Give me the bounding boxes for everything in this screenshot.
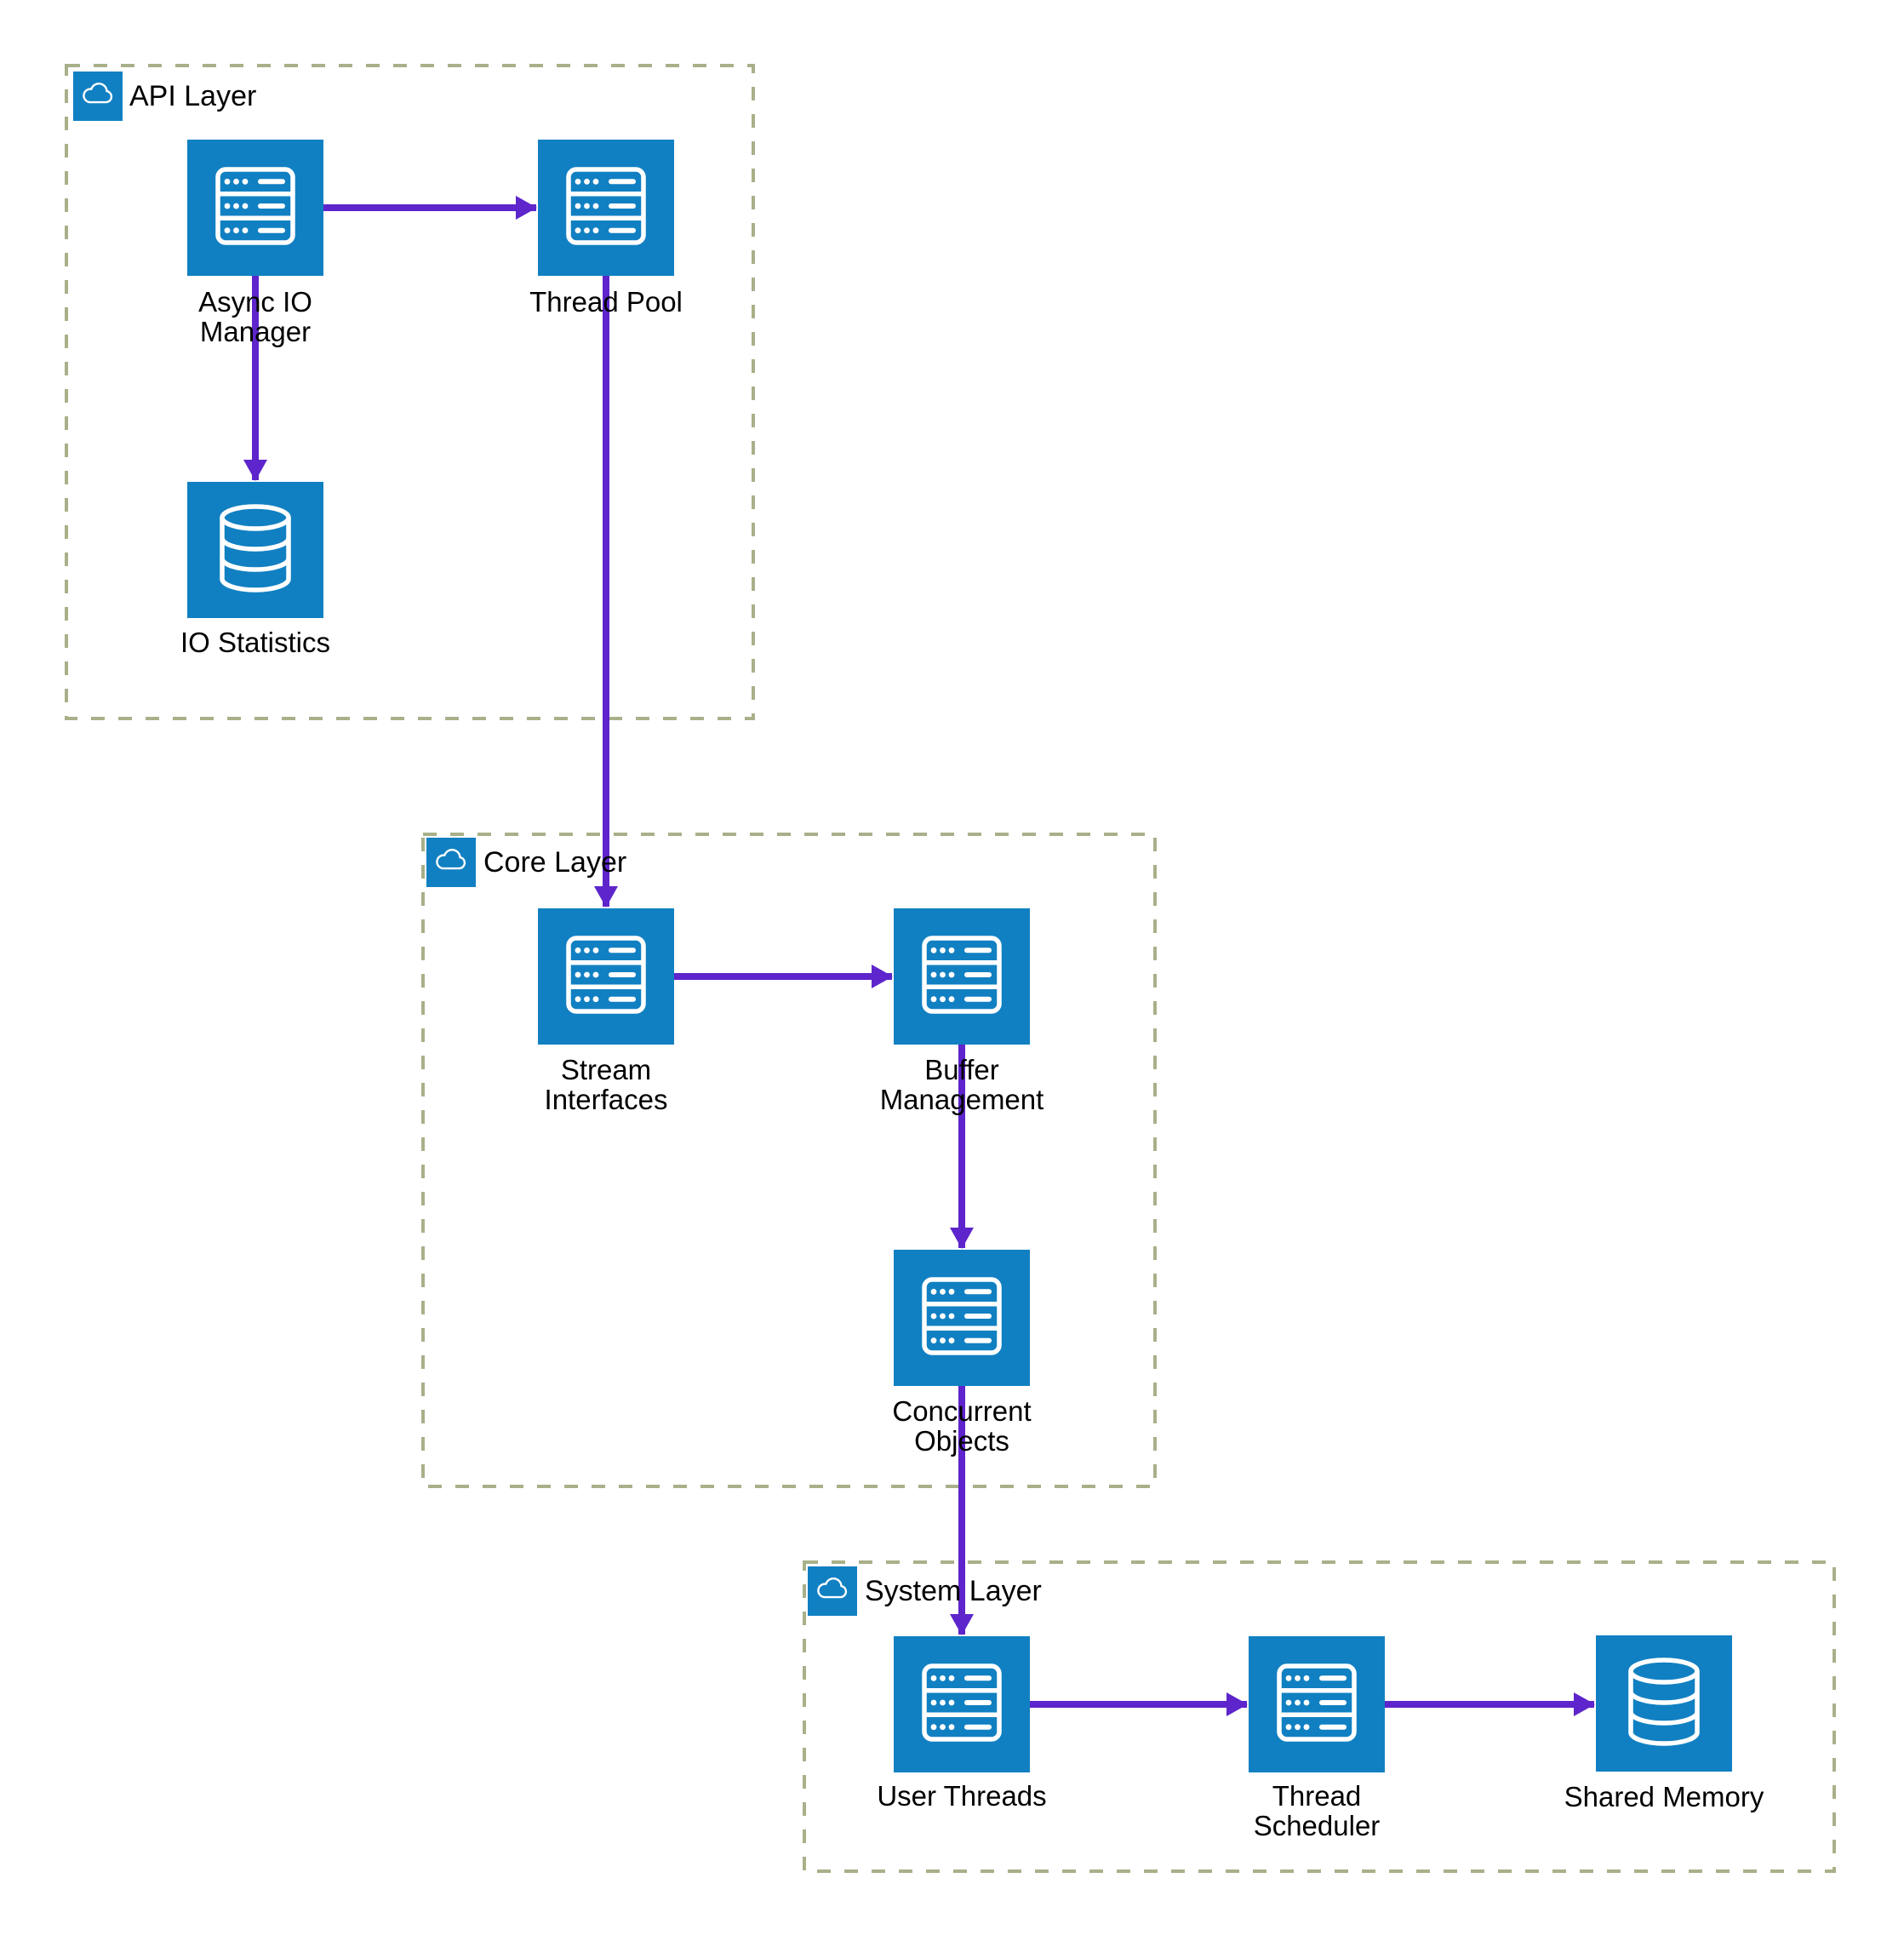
node-label-buffer-management: Buffer Management	[879, 1054, 1044, 1115]
node-buffer-management	[894, 908, 1030, 1045]
node-user-threads	[894, 1636, 1030, 1772]
server-icon	[215, 166, 295, 249]
server-icon	[922, 935, 1002, 1018]
node-label-thread-scheduler: Thread Scheduler	[1253, 1780, 1381, 1841]
node-label-user-threads: User Threads	[877, 1780, 1047, 1812]
node-label-stream-interfaces: Stream Interfaces	[544, 1054, 668, 1115]
node-label-shared-memory: Shared Memory	[1564, 1781, 1764, 1812]
node-shared-memory	[1596, 1635, 1732, 1772]
core-layer-label: Core Layer	[483, 846, 627, 879]
node-concurrent-objects	[894, 1250, 1030, 1386]
node-thread-scheduler	[1249, 1636, 1385, 1772]
database-icon	[220, 503, 291, 597]
node-stream-interfaces	[538, 908, 674, 1045]
server-icon	[566, 166, 646, 249]
system-layer-label: System Layer	[865, 1575, 1042, 1607]
database-icon	[1628, 1657, 1700, 1750]
server-icon	[1277, 1663, 1357, 1746]
node-label-concurrent-objects: Concurrent Objects	[892, 1395, 1032, 1457]
server-icon	[566, 935, 646, 1018]
cloud-icon	[434, 849, 468, 876]
system-layer-badge	[808, 1566, 857, 1616]
node-label-io-statistics: IO Statistics	[180, 627, 331, 658]
node-io-statistics	[187, 482, 323, 618]
node-label-thread-pool: Thread Pool	[529, 286, 683, 318]
api-layer-label: API Layer	[129, 80, 257, 112]
node-thread-pool	[538, 140, 674, 276]
node-label-async-io-manager: Async IO Manager	[198, 286, 312, 347]
core-layer-badge	[426, 838, 476, 887]
node-async-io-manager	[187, 140, 323, 276]
server-icon	[922, 1276, 1002, 1360]
cloud-icon	[81, 83, 115, 110]
api-layer-badge	[73, 72, 123, 121]
group-core-layer-border	[421, 833, 1157, 1488]
server-icon	[922, 1663, 1002, 1746]
cloud-icon	[815, 1577, 849, 1605]
